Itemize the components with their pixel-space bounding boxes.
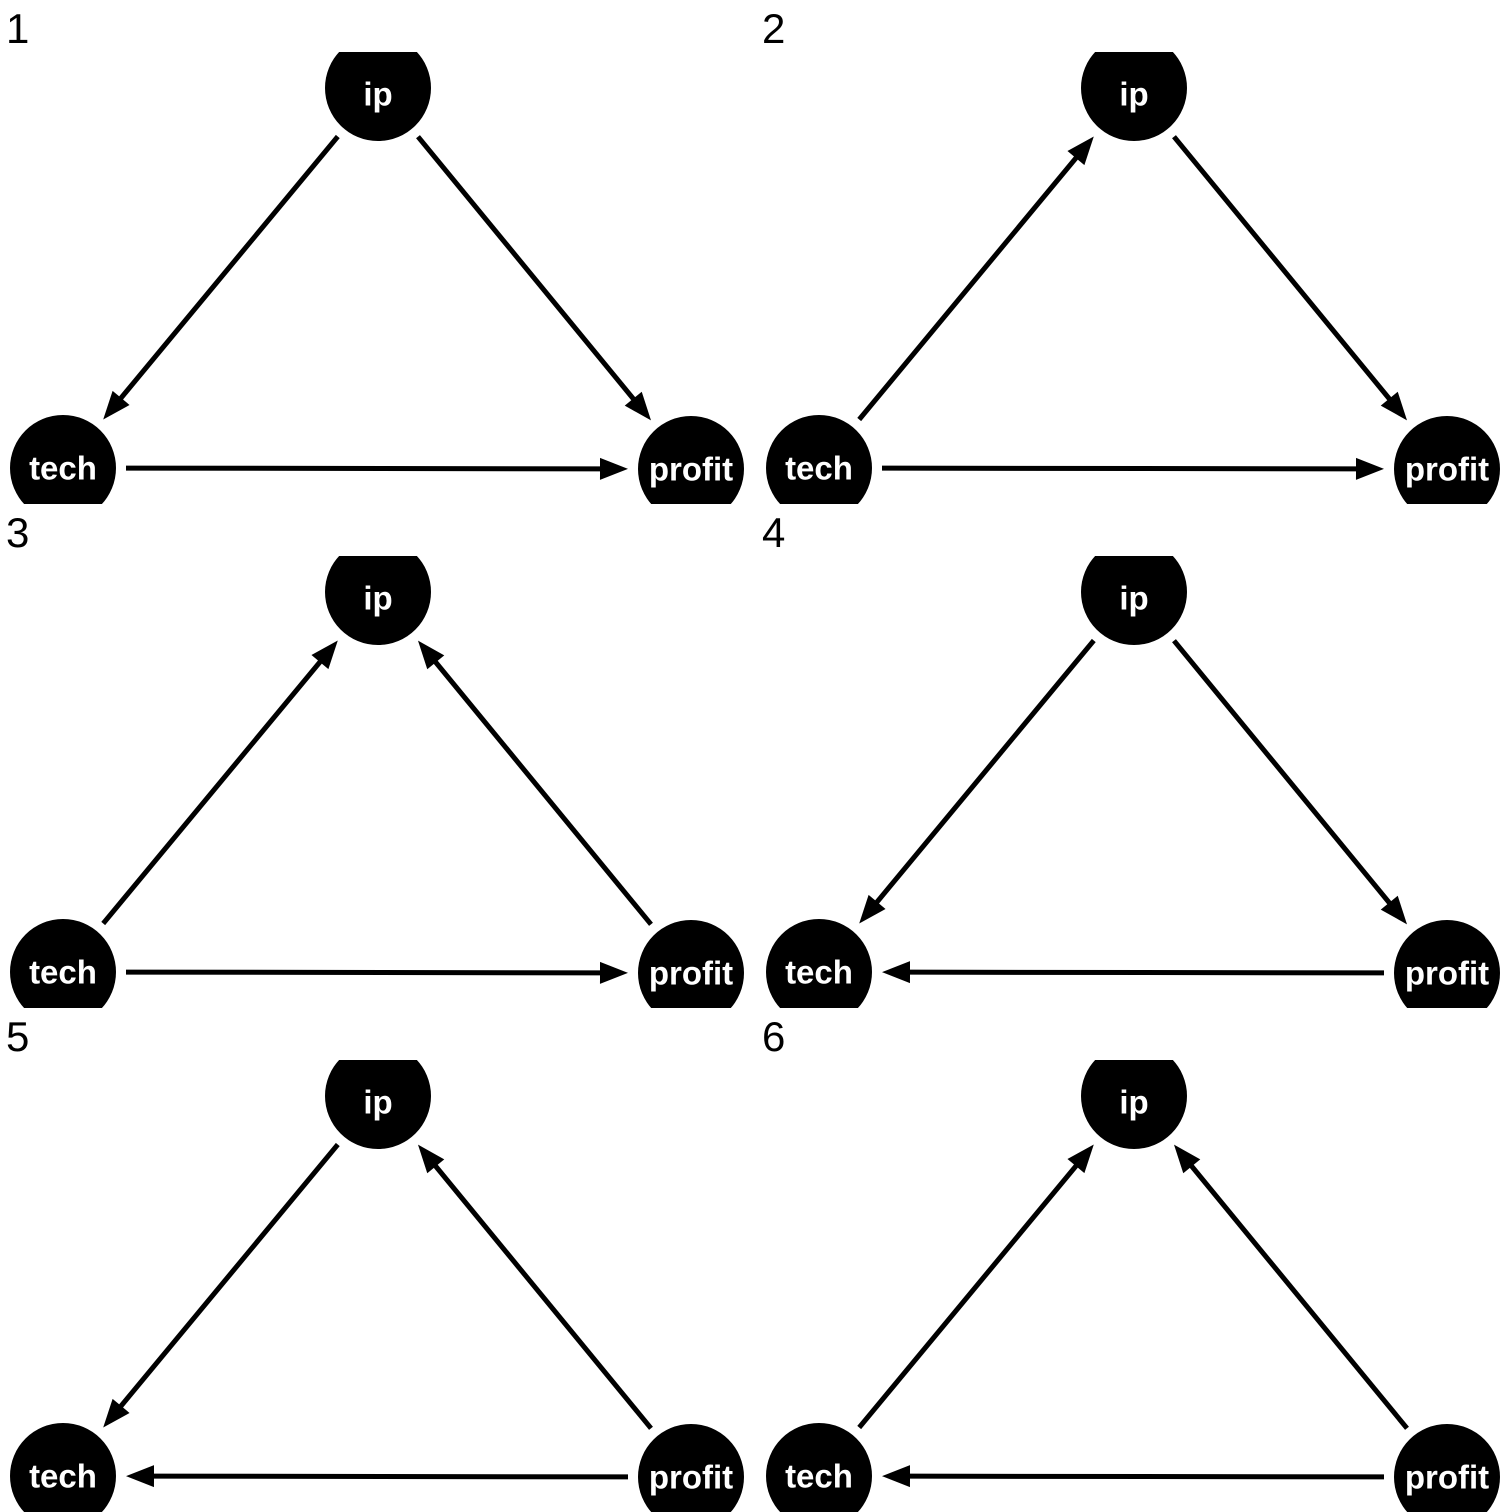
arrowhead-profit-ip <box>1173 1144 1201 1174</box>
node-label-ip: ip <box>1119 1084 1148 1121</box>
arrowhead-ip-tech <box>859 894 886 924</box>
node-label-tech: tech <box>785 954 853 991</box>
node-label-profit: profit <box>649 451 733 488</box>
edge-ip-profit <box>1172 639 1393 906</box>
node-ip <box>1081 1060 1187 1149</box>
edge-ip-profit <box>416 135 637 402</box>
node-label-tech: tech <box>29 450 97 487</box>
panel-number: 1 <box>6 5 30 52</box>
panel-number: 6 <box>762 1013 786 1060</box>
arrowhead-profit-tech <box>881 1465 911 1488</box>
node-label-tech: tech <box>785 450 853 487</box>
arrowhead-tech-profit <box>1355 457 1384 480</box>
arrowhead-ip-tech <box>103 1398 130 1428</box>
node-label-profit: profit <box>1405 955 1489 992</box>
edge-tech-ip <box>857 154 1080 422</box>
dag-graph: ip tech profit <box>10 1060 744 1512</box>
node-label-profit: profit <box>1405 451 1489 488</box>
dag-graph: ip tech profit <box>10 52 744 504</box>
dag-graph: ip tech profit <box>766 1060 1500 1512</box>
node-ip <box>325 52 431 141</box>
node-tech <box>10 415 116 504</box>
node-label-ip: ip <box>363 76 392 113</box>
dag-panel-5: ip tech profit 5 <box>0 1008 756 1512</box>
edge-profit-ip <box>432 1163 653 1430</box>
panel-number: 2 <box>762 5 786 52</box>
node-label-ip: ip <box>1119 580 1148 617</box>
dag-graph: ip tech profit <box>766 556 1500 1008</box>
arrowhead-ip-profit <box>1380 391 1408 421</box>
arrowhead-profit-tech <box>125 1465 155 1488</box>
arrowhead-tech-ip <box>1067 1144 1094 1174</box>
arrowhead-tech-profit <box>599 961 629 984</box>
node-profit <box>1394 1424 1500 1512</box>
node-ip <box>1081 556 1187 645</box>
edge-tech-profit <box>125 465 603 472</box>
edge-profit-tech <box>907 969 1385 976</box>
node-tech <box>10 1423 116 1512</box>
edge-profit-tech <box>151 1473 629 1480</box>
node-ip <box>325 556 431 645</box>
edge-ip-tech <box>117 134 340 402</box>
node-label-profit: profit <box>649 1459 733 1496</box>
edge-profit-ip <box>432 659 653 926</box>
dag-panel-3: ip tech profit 3 <box>0 504 756 1008</box>
node-tech <box>10 919 116 1008</box>
node-label-profit: profit <box>649 955 733 992</box>
arrowhead-tech-profit <box>599 457 629 480</box>
dag-panel-2: ip tech profit 2 <box>756 0 1512 504</box>
node-tech <box>766 919 872 1008</box>
arrowhead-profit-ip <box>417 1144 445 1174</box>
edge-ip-tech <box>873 638 1096 906</box>
arrowhead-ip-tech <box>103 390 130 420</box>
edge-tech-profit <box>125 969 603 976</box>
arrowhead-ip-profit <box>624 391 652 421</box>
arrowhead-tech-ip <box>1067 136 1094 166</box>
node-tech <box>766 1423 872 1512</box>
node-label-tech: tech <box>29 954 97 991</box>
panel-number: 4 <box>762 509 786 556</box>
node-label-tech: tech <box>29 1458 97 1495</box>
panel-number: 5 <box>6 1013 30 1060</box>
node-profit <box>638 416 744 504</box>
node-label-ip: ip <box>363 580 392 617</box>
edge-ip-profit <box>1172 135 1393 402</box>
node-label-tech: tech <box>785 1458 853 1495</box>
node-profit <box>1394 416 1500 504</box>
dag-panel-6: ip tech profit 6 <box>756 1008 1512 1512</box>
node-profit <box>638 1424 744 1512</box>
edge-tech-ip <box>101 658 324 926</box>
arrowhead-profit-tech <box>881 961 911 984</box>
edge-tech-ip <box>857 1162 1080 1430</box>
dag-graph: ip tech profit <box>10 556 744 1008</box>
arrowhead-profit-ip <box>417 640 445 670</box>
edge-profit-tech <box>907 1473 1385 1480</box>
node-label-ip: ip <box>1119 76 1148 113</box>
dag-panel-1: ip tech profit 1 <box>0 0 756 504</box>
arrowhead-ip-profit <box>1380 895 1408 925</box>
node-ip <box>325 1060 431 1149</box>
node-tech <box>766 415 872 504</box>
edge-tech-profit <box>881 465 1359 472</box>
dag-graph: ip tech profit <box>766 52 1500 504</box>
node-profit <box>1394 920 1500 1008</box>
edge-ip-tech <box>117 1142 340 1410</box>
dag-panel-4: ip tech profit 4 <box>756 504 1512 1008</box>
edge-profit-ip <box>1188 1163 1409 1430</box>
arrowhead-tech-ip <box>311 640 338 670</box>
node-profit <box>638 920 744 1008</box>
node-label-profit: profit <box>1405 1459 1489 1496</box>
node-label-ip: ip <box>363 1084 392 1121</box>
panel-number: 3 <box>6 509 30 556</box>
node-ip <box>1081 52 1187 141</box>
